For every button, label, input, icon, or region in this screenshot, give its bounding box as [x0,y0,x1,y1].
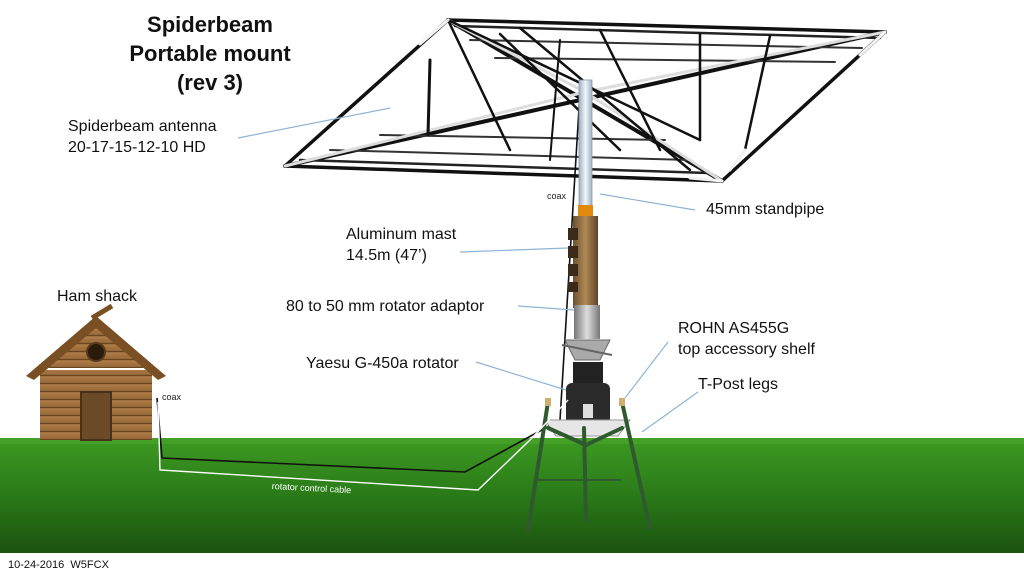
title-line-1: Spiderbeam [147,12,273,37]
title-line-3: (rev 3) [176,70,244,95]
leader-lines [237,107,699,433]
legs-label: T-Post legs [698,376,779,393]
coax-cable [156,91,581,473]
adaptor-label: 80 to 50 mm rotator adaptor [286,298,485,315]
title-line-2: Portable mount [129,41,291,66]
shelf-label-line-2: top accessory shelf [678,341,815,358]
mast-label: Aluminum mast 14.5m (47’) [346,224,456,266]
shelf-label: ROHN AS455G top accessory shelf [678,318,815,360]
ham-shack [26,303,166,441]
footer: 10-24-2016 W5FCX [8,559,109,571]
yaesu-rotator [566,362,610,425]
rotator-adaptor [561,305,613,361]
coax-label-top: coax [547,191,567,201]
antenna-label: Spiderbeam antenna 20-17-15-12-10 HD [68,116,217,158]
diagram-title: Spiderbeam Portable mount (rev 3) [80,10,340,97]
standpipe-label: 45mm standpipe [706,201,825,218]
shelf-label-line-1: ROHN AS455G [678,320,790,337]
rotator-label: Yaesu G-450a rotator [306,355,459,372]
rotator-control-cable [157,399,569,491]
footer-date: 10-24-2016 [8,559,65,571]
mast-label-line-2: 14.5m (47’) [346,247,427,264]
footer-callsign: W5FCX [70,559,109,571]
mast-label-line-1: Aluminum mast [346,226,457,243]
spiderbeam-antenna [283,18,887,183]
t-post-legs [526,398,652,532]
antenna-label-line-1: Spiderbeam antenna [68,118,217,135]
aluminum-mast [568,216,598,308]
coax-label-shack: coax [162,392,182,402]
antenna-label-line-2: 20-17-15-12-10 HD [68,139,206,156]
grass-ground [0,438,1024,553]
ham-shack-label: Ham shack [57,288,138,305]
standpipe [578,79,593,217]
